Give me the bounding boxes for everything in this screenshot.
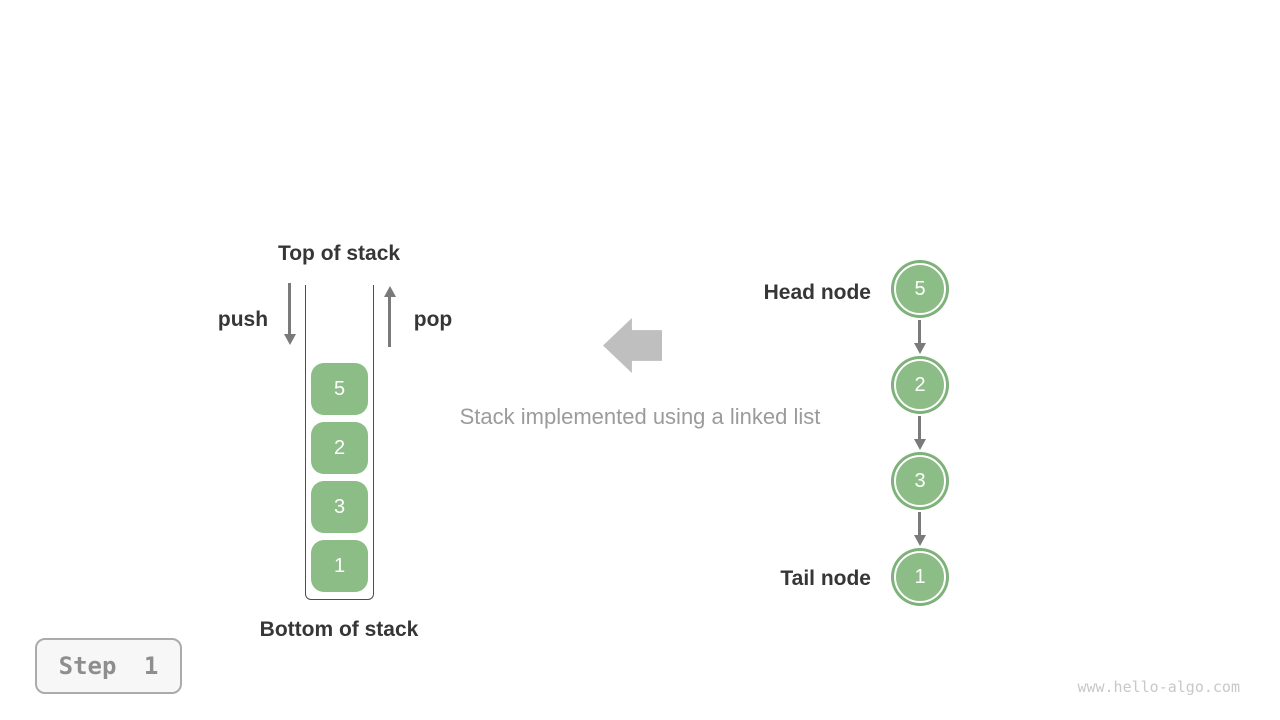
bottom-of-stack-label: Bottom of stack xyxy=(259,618,419,641)
stack-container xyxy=(305,285,374,600)
list-node: 2 xyxy=(894,359,946,411)
link-down-arrow-icon xyxy=(918,416,921,440)
pop-up-arrow-icon xyxy=(388,296,391,347)
tail-node-label: Tail node xyxy=(780,567,871,590)
list-node: 1 xyxy=(894,551,946,603)
link-down-arrow-icon xyxy=(918,320,921,344)
step-badge: Step 1 xyxy=(35,638,182,694)
stack-block: 1 xyxy=(311,540,368,592)
left-arrow-icon xyxy=(603,318,662,373)
head-node-label: Head node xyxy=(763,281,871,304)
push-down-arrow-icon xyxy=(288,283,291,335)
link-down-arrowhead-icon xyxy=(913,439,926,450)
list-node: 5 xyxy=(894,263,946,315)
link-down-arrowhead-icon xyxy=(913,343,926,354)
caption-text: Stack implemented using a linked list xyxy=(459,404,821,429)
list-node: 3 xyxy=(894,455,946,507)
link-down-arrowhead-icon xyxy=(913,535,926,546)
pop-up-arrowhead-icon xyxy=(383,286,396,297)
push-label: push xyxy=(217,308,269,331)
stack-block: 5 xyxy=(311,363,368,415)
pop-label: pop xyxy=(413,308,453,331)
top-of-stack-label: Top of stack xyxy=(277,242,401,265)
push-down-arrowhead-icon xyxy=(283,334,296,345)
stack-block: 3 xyxy=(311,481,368,533)
stack-block: 2 xyxy=(311,422,368,474)
link-down-arrow-icon xyxy=(918,512,921,536)
watermark-text: www.hello-algo.com xyxy=(1077,678,1240,696)
